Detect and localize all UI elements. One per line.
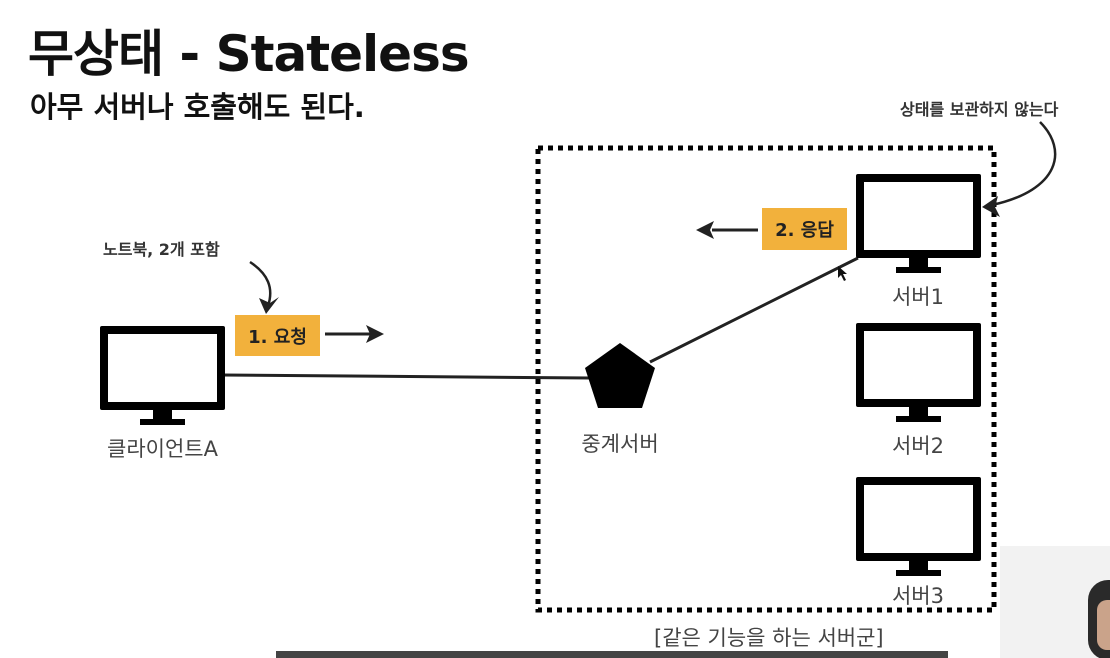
server2-monitor-icon bbox=[856, 323, 981, 423]
server2-label: 서버2 bbox=[891, 434, 944, 458]
request-arrow-icon bbox=[325, 325, 384, 343]
laptop-note-arrow-icon bbox=[249, 260, 279, 314]
server-note: 상태를 보관하지 않는다 bbox=[900, 100, 1059, 119]
laptop-note: 노트북, 2개 포함 bbox=[103, 240, 220, 259]
client-label: 클라이언트A bbox=[107, 437, 218, 461]
slide-subtitle: 아무 서버나 호출해도 된다. bbox=[30, 90, 365, 124]
server3-label: 서버3 bbox=[891, 584, 944, 608]
server3-monitor-icon bbox=[856, 477, 981, 577]
proxy-label: 중계서버 bbox=[581, 432, 659, 456]
client-monitor-icon bbox=[100, 326, 225, 426]
video-overlay-bar bbox=[276, 651, 948, 658]
response-badge: 2. 응답 bbox=[762, 208, 847, 250]
response-arrow-icon bbox=[696, 221, 758, 239]
server-group-caption: [같은 기능을 하는 서버군] bbox=[654, 626, 884, 650]
server1-monitor-icon bbox=[856, 174, 981, 274]
server1-label: 서버1 bbox=[891, 285, 944, 309]
mouse-cursor-icon bbox=[838, 266, 847, 281]
proxy-server1-line bbox=[649, 256, 859, 364]
presenter-webcam bbox=[1000, 546, 1110, 658]
server-note-arrow-icon bbox=[982, 121, 1057, 217]
request-badge: 1. 요청 bbox=[235, 315, 320, 356]
proxy-server-icon bbox=[585, 343, 655, 408]
slide-title: 무상태 - Stateless bbox=[28, 25, 470, 83]
client-proxy-line bbox=[221, 373, 591, 380]
